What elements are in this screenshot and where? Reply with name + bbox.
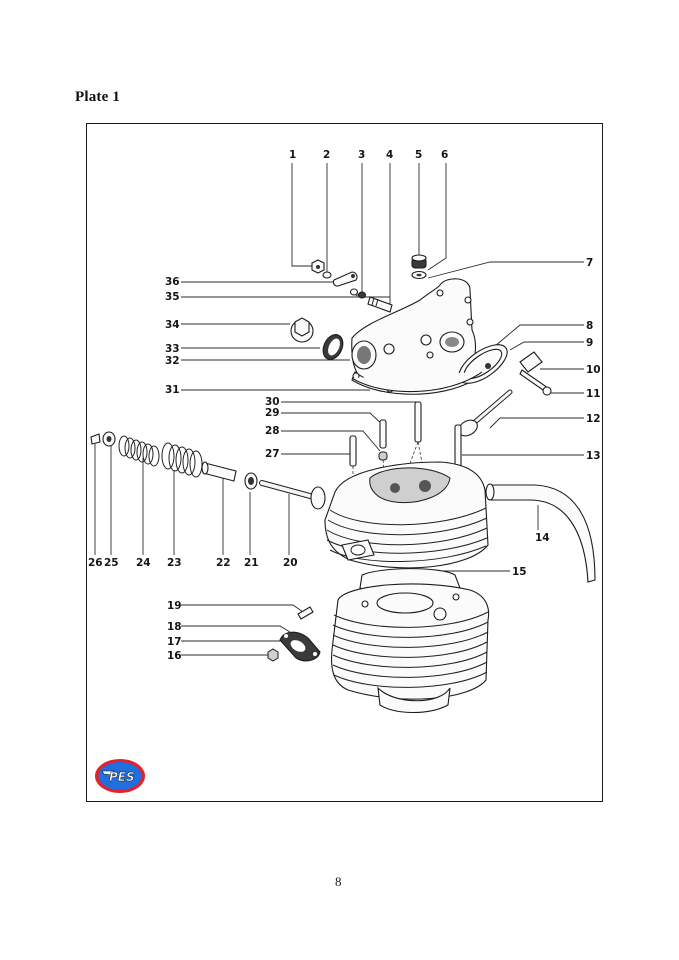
label-24: 24	[136, 557, 151, 569]
inner-spring	[118, 435, 160, 467]
label-27: 27	[265, 448, 280, 460]
cylinder-head	[324, 461, 489, 569]
label-3: 3	[358, 149, 365, 161]
label-29: 29	[265, 407, 280, 419]
sleeve-and-bolt	[519, 351, 552, 396]
label-5: 5	[415, 149, 422, 161]
valve-labels: 26 25 24 23 22 21 20	[88, 557, 298, 569]
leaders-left-lower	[181, 604, 304, 656]
label-20: 20	[283, 557, 298, 569]
intake-flange-parts	[267, 606, 321, 662]
label-31: 31	[165, 384, 180, 396]
label-15: 15	[512, 566, 527, 578]
label-10: 10	[586, 364, 601, 376]
left-labels-lower: 19 18 17 16	[167, 600, 182, 662]
outer-spring	[161, 442, 203, 478]
leaders-right	[427, 261, 584, 456]
exhaust-pipe	[485, 483, 596, 583]
leaders-top	[291, 163, 447, 307]
label-22: 22	[216, 557, 231, 569]
label-19: 19	[167, 600, 182, 612]
right-labels: 7 8 9 10 11 12 13	[586, 257, 601, 462]
diagram-frame	[86, 123, 603, 802]
label-25: 25	[104, 557, 119, 569]
label-34: 34	[165, 319, 180, 331]
rocker-small-parts	[311, 259, 393, 313]
label-12: 12	[586, 413, 601, 425]
label-18: 18	[167, 621, 182, 633]
leaders-mid	[281, 401, 418, 455]
valve-train	[90, 431, 326, 510]
left-labels-upper: 36 35 34 33 32 31	[165, 276, 180, 396]
filler-plug-parts	[290, 317, 344, 360]
label-2: 2	[323, 149, 330, 161]
label-13: 13	[586, 450, 601, 462]
logo-text: PES	[109, 770, 135, 784]
label-17: 17	[167, 636, 182, 648]
exhaust-valve	[458, 389, 513, 437]
cap-nut-parts	[411, 254, 427, 280]
label-16: 16	[167, 650, 182, 662]
leaders-valve	[94, 444, 290, 555]
label-7: 7	[586, 257, 593, 269]
label-6: 6	[441, 149, 448, 161]
label-4: 4	[386, 149, 393, 161]
label-30: 30	[265, 396, 280, 408]
label-32: 32	[165, 355, 180, 367]
label-26: 26	[88, 557, 103, 569]
label-21: 21	[244, 557, 259, 569]
plate-title: Plate 1	[75, 89, 121, 105]
cylinder-barrel	[330, 583, 490, 713]
label-35: 35	[165, 291, 180, 303]
label-33: 33	[165, 343, 180, 355]
mid-labels: 30 29 28 27	[265, 396, 280, 460]
pes-logo: PES	[94, 758, 146, 794]
label-36: 36	[165, 276, 180, 288]
label-1: 1	[289, 149, 296, 161]
label-23: 23	[167, 557, 182, 569]
label-9: 9	[586, 337, 593, 349]
page-number: 8	[335, 874, 342, 889]
leaders-left-upper	[181, 281, 390, 391]
label-14: 14	[535, 532, 550, 544]
rocker-gasket	[351, 371, 483, 393]
label-28: 28	[265, 425, 280, 437]
top-labels: 1 2 3 4 5 6	[289, 149, 448, 161]
label-11: 11	[586, 388, 601, 400]
label-8: 8	[586, 320, 593, 332]
